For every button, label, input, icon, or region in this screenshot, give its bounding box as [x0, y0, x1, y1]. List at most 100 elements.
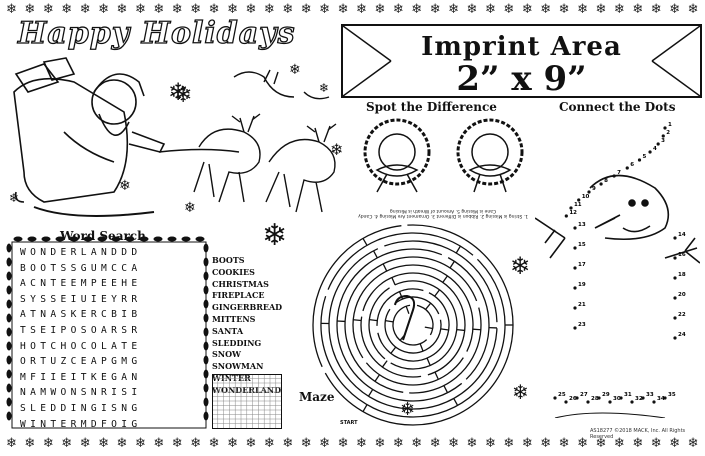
snowflake-icon: ❄: [263, 2, 275, 17]
snowflake-icon: ❄: [595, 436, 607, 451]
connect-dot: [648, 150, 652, 154]
word-list-item: FIREPLACE: [212, 290, 265, 301]
dot-number-label: 2: [666, 130, 670, 136]
dot-number-label: 10: [582, 194, 590, 200]
maze-start: START: [340, 420, 358, 426]
grid-row: ATNASKERCBIB: [20, 309, 142, 321]
connect-dot: [564, 214, 568, 218]
holly-leaf-icon: [6, 411, 12, 421]
holly-leaf-icon: [181, 236, 191, 242]
snowflake-icon: ❄: [190, 2, 202, 17]
maze: ❄: [312, 224, 514, 426]
connect-dot: [619, 396, 623, 400]
holly-leaf-icon: [6, 397, 12, 407]
holly-leaf-icon: [139, 236, 149, 242]
snowflake-icon: ❄: [356, 436, 367, 451]
dot-number-label: 15: [578, 242, 586, 248]
snowflake-icon: ❄: [632, 436, 644, 451]
dot-number-label: 27: [580, 392, 588, 398]
snowflake-icon: ❄: [227, 436, 238, 451]
holly-leaf-icon: [203, 313, 209, 323]
snowflake-icon: ❄: [168, 78, 189, 106]
snowflake-icon: ❄: [134, 2, 146, 17]
snowflake-icon: ❄: [116, 2, 128, 17]
holly-leaf-icon: [125, 236, 135, 242]
dot-number-label: 23: [578, 322, 586, 328]
imprint-corner-lines: [343, 26, 700, 96]
snowflake-icon: ❄: [484, 2, 496, 17]
snowflake-icon: ❄: [400, 399, 415, 420]
dot-number-label: 24: [678, 332, 686, 338]
snowflake-icon: ❄: [392, 436, 404, 451]
word-list-item: SLEDDING: [212, 337, 262, 348]
dot-number-label: 5: [642, 154, 646, 160]
spot-difference-wreaths: [363, 118, 524, 193]
holly-leaf-icon: [203, 369, 209, 379]
snowflake-icon: ❄: [687, 436, 699, 451]
holly-leaf-icon: [6, 341, 12, 351]
snowflake-icon: ❄: [466, 436, 478, 451]
connect-dot: [573, 226, 577, 230]
imprint-line-1: Imprint Area: [421, 32, 622, 62]
holly-leaf-icon: [6, 383, 12, 393]
snowflake-icon: ❄: [540, 2, 552, 17]
snowflake-icon: ❄: [245, 436, 257, 451]
holly-leaf-icon: [203, 397, 209, 407]
snowflake-icon: ❄: [153, 436, 165, 451]
snowflake-icon: ❄: [42, 2, 54, 17]
snowflake-icon: ❄: [245, 2, 257, 17]
connect-dot: [586, 400, 590, 404]
snowflake-icon: ❄: [282, 436, 294, 451]
dot-number-label: 11: [574, 202, 582, 208]
grid-row: TSEIPOSOARSR: [20, 324, 142, 336]
snowflake-icon: ❄: [466, 2, 478, 17]
snowflake-icon: ❄: [356, 2, 367, 17]
spot-difference-heading: Spot the Difference: [366, 100, 497, 114]
connect-dot: [673, 256, 677, 260]
holly-leaf-icon: [6, 271, 12, 281]
snowflake-icon: ❄: [577, 2, 588, 17]
holly-leaf-icon: [6, 313, 12, 323]
snowflake-icon: ❄: [558, 2, 570, 17]
dot-number-label: 1: [668, 122, 672, 128]
snowflake-icon: ❄: [42, 436, 54, 451]
holly-leaf-icon: [203, 383, 209, 393]
snowflake-icon: ❄: [300, 436, 312, 451]
dot-number-label: 33: [646, 392, 654, 398]
word-list-item: WONDERLAND: [212, 384, 282, 395]
snowflake-icon: ❄: [61, 436, 73, 451]
dot-number-label: 21: [578, 302, 586, 308]
snowflake-icon: ❄: [429, 436, 441, 451]
connect-dot: [641, 396, 645, 400]
imprint-area: Imprint Area 2” x 9”: [341, 24, 702, 98]
connect-dot: [652, 400, 656, 404]
grid-row: NAMWONSNRISI: [20, 387, 142, 399]
dot-number-label: 19: [578, 282, 586, 288]
connect-dot: [564, 400, 568, 404]
dot-number-label: 17: [578, 262, 586, 268]
santa-sleigh-icon: [13, 57, 166, 217]
wreath-icon: [456, 118, 524, 193]
snowflake-icon: ❄: [429, 2, 441, 17]
connect-dot: [573, 306, 577, 310]
dot-number-label: 28: [591, 396, 599, 402]
snowflake-icon: ❄: [669, 2, 681, 17]
connect-dot: [673, 296, 677, 300]
snowflake-icon: ❄: [6, 436, 17, 451]
connect-dot: [630, 400, 634, 404]
connect-dot: [625, 166, 629, 170]
snowflake-icon: ❄: [613, 436, 625, 451]
snowflake-icon: ❄: [227, 2, 238, 17]
grid-row: SYSSEIUIEYRR: [20, 293, 142, 305]
snowflake-icon: ❄: [374, 436, 386, 451]
snowflake-icon: ❄: [24, 2, 36, 17]
snowflake-icon: ❄: [411, 436, 423, 451]
dot-number-label: 4: [653, 146, 657, 152]
connect-dot: [612, 174, 616, 178]
snowflake-icon: ❄: [289, 62, 301, 78]
holly-leaf-icon: [203, 355, 209, 365]
snowflake-icon: ❄: [613, 2, 625, 17]
snowflake-icon: ❄: [98, 2, 110, 17]
word-list-item: CHRISTMAS: [212, 278, 269, 289]
connect-dot: [608, 400, 612, 404]
